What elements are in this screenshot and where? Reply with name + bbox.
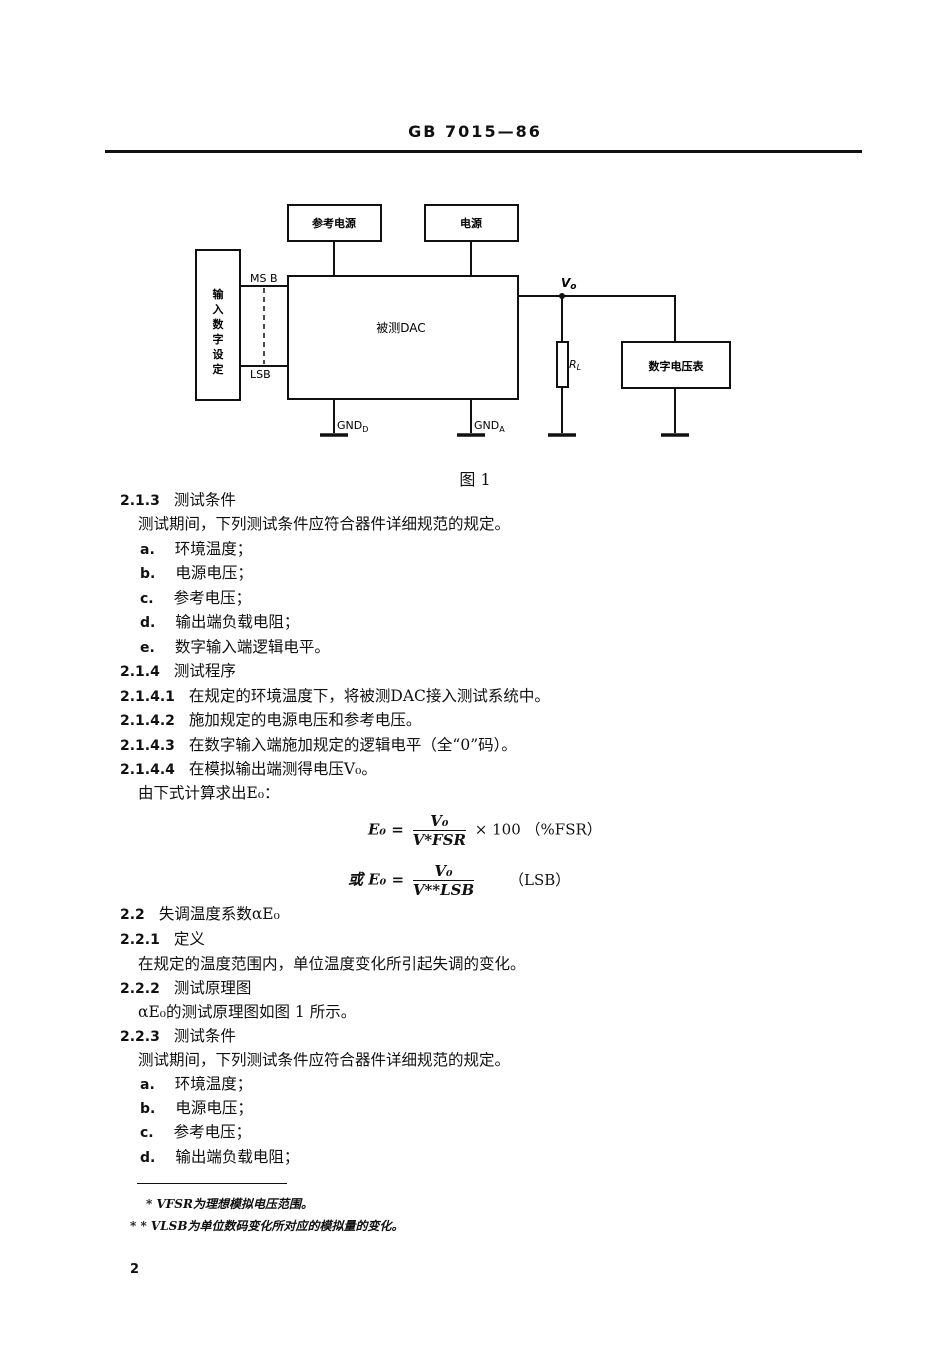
ref-source-label: 参考电源 [312,216,356,230]
dut-label: 被测DAC [376,321,425,335]
output-node [559,293,565,299]
paragraph: 在规定的温度范围内，单位温度变化所引起失调的变化。 [138,955,526,973]
figure-caption: 图 1 [459,470,491,489]
footnote: * * VLSB为单位数码变化所对应的模拟量的变化。 [130,1219,404,1233]
resistor-label: RL [569,358,581,372]
input-setting-box [195,249,241,401]
list-item: e.数字输入端逻辑电平。 [140,638,330,656]
vo-label: Vo [561,276,576,292]
input-char-1: 入 [213,303,224,316]
load-resistor [556,341,569,388]
list-item: a.环境温度； [140,1075,253,1093]
input-char-2: 数 [213,317,225,331]
paragraph: 由下式计算求出E₀： [138,784,280,802]
document-header: GB 7015—86 [408,122,542,141]
lsb-label: LSB [250,368,271,381]
output-wire [518,295,676,342]
list-item: b.电源电压； [140,1099,253,1117]
power-label: 电源 [460,216,482,230]
paragraph: 测试期间，下列测试条件应符合器件详细规范的规定。 [138,1051,511,1069]
footnote-rule [137,1183,287,1184]
list-item: c.参考电压； [140,1123,252,1141]
gndd-label: GNDD [337,419,368,434]
input-char-3: 字 [213,332,224,346]
voltmeter-label: 数字电压表 [649,359,705,373]
list-item: c.参考电压； [140,589,252,607]
test-circuit-diagram: 参考电源 电源 输 入 数 字 设 定 被测DAC 数字电压表 MS B LSB… [195,204,731,437]
paragraph: αE₀的测试原理图如图 1 所示。 [138,1003,357,1021]
input-char-0: 输 [213,287,225,301]
header-rule [105,150,862,153]
input-char-5: 定 [213,362,224,376]
gnda-label: GNDA [474,419,505,434]
paragraph: 测试期间，下列测试条件应符合器件详细规范的规定。 [138,515,511,533]
page-number: 2 [130,1262,140,1277]
dut-box [287,275,519,400]
msb-label: MS B [250,272,278,285]
list-item: d.输出端负载电阻； [140,613,300,631]
footnote: * VFSR为理想模拟电压范围。 [146,1197,313,1211]
list-item: d.输出端负载电阻； [140,1148,300,1166]
list-item: a.环境温度； [140,540,253,558]
list-item: b.电源电压； [140,564,253,582]
input-char-4: 设 [213,347,225,361]
